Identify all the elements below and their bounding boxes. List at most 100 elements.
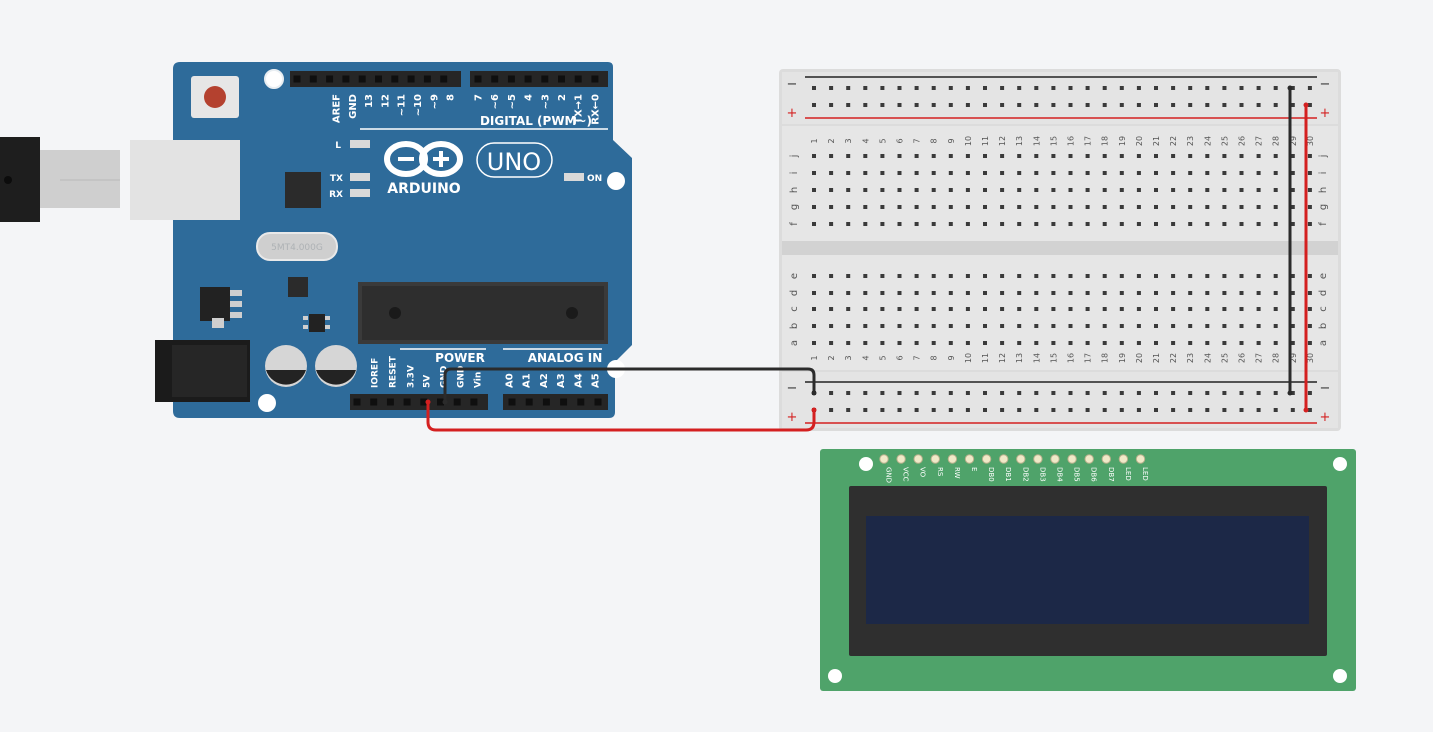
terminal-hole[interactable] [1136,154,1141,158]
rail-hole[interactable] [1068,103,1073,107]
terminal-hole[interactable] [983,154,987,158]
terminal-hole[interactable] [1154,307,1158,311]
rail-hole[interactable] [897,408,902,412]
lcd-pin[interactable] [896,454,906,464]
terminal-hole[interactable] [1085,307,1090,311]
terminal-hole[interactable] [1119,154,1124,158]
terminal-hole[interactable] [846,291,851,295]
terminal-hole[interactable] [1222,171,1227,175]
terminal-hole[interactable] [863,188,868,192]
lcd-pin[interactable] [999,454,1009,464]
terminal-hole[interactable] [1205,341,1210,345]
terminal-hole[interactable] [812,324,816,328]
terminal-hole[interactable] [897,205,902,209]
terminal-hole[interactable] [1290,154,1295,158]
terminal-hole[interactable] [812,291,816,295]
terminal-hole[interactable] [897,307,902,311]
rail-hole[interactable] [1068,391,1073,395]
lcd-pin[interactable] [1033,454,1043,464]
rail-hole[interactable] [1000,408,1005,412]
terminal-hole[interactable] [1102,222,1107,226]
rail-hole[interactable] [829,103,834,107]
rail-hole[interactable] [1205,391,1210,395]
terminal-hole[interactable] [1034,205,1039,209]
terminal-hole[interactable] [863,205,868,209]
terminal-hole[interactable] [1205,205,1210,209]
terminal-hole[interactable] [948,188,953,192]
terminal-hole[interactable] [812,274,816,278]
rail-hole[interactable] [1239,103,1244,107]
terminal-hole[interactable] [1273,324,1278,328]
rail-hole[interactable] [1205,103,1210,107]
terminal-hole[interactable] [1136,307,1141,311]
rail-hole[interactable] [863,391,868,395]
terminal-hole[interactable] [1273,274,1278,278]
terminal-hole[interactable] [812,154,816,158]
rail-hole[interactable] [812,103,816,107]
rail-hole[interactable] [1119,391,1124,395]
rail-hole[interactable] [965,103,970,107]
rail-hole[interactable] [846,408,851,412]
terminal-hole[interactable] [829,324,834,328]
terminal-hole[interactable] [948,171,953,175]
rail-hole[interactable] [983,408,987,412]
terminal-hole[interactable] [1290,291,1295,295]
rail-hole[interactable] [1034,103,1039,107]
terminal-hole[interactable] [1307,188,1312,192]
lcd-pin[interactable] [947,454,958,464]
rail-hole[interactable] [1256,391,1261,395]
wire-endpoint[interactable] [442,399,448,405]
rail-hole[interactable] [1222,391,1227,395]
terminal-hole[interactable] [880,154,885,158]
terminal-hole[interactable] [897,291,902,295]
terminal-hole[interactable] [914,324,919,328]
terminal-hole[interactable] [829,291,834,295]
terminal-hole[interactable] [1102,171,1107,175]
terminal-hole[interactable] [931,205,936,209]
terminal-hole[interactable] [1222,154,1227,158]
rail-hole[interactable] [1051,391,1056,395]
terminal-hole[interactable] [812,307,816,311]
terminal-hole[interactable] [812,188,816,192]
terminal-hole[interactable] [1119,341,1124,345]
rail-hole[interactable] [1256,103,1261,107]
terminal-hole[interactable] [1034,188,1039,192]
terminal-hole[interactable] [812,341,816,345]
terminal-hole[interactable] [1307,341,1312,345]
terminal-hole[interactable] [1205,154,1210,158]
terminal-hole[interactable] [1136,188,1141,192]
terminal-hole[interactable] [1290,341,1295,345]
terminal-hole[interactable] [1154,341,1158,345]
terminal-hole[interactable] [829,307,834,311]
terminal-hole[interactable] [880,205,885,209]
terminal-hole[interactable] [983,274,987,278]
terminal-hole[interactable] [1239,274,1244,278]
terminal-hole[interactable] [1273,341,1278,345]
terminal-hole[interactable] [1188,274,1193,278]
terminal-hole[interactable] [1171,291,1176,295]
rail-hole[interactable] [1119,86,1124,90]
rail-hole[interactable] [880,408,885,412]
terminal-hole[interactable] [1017,324,1022,328]
terminal-hole[interactable] [1290,274,1295,278]
terminal-hole[interactable] [1000,291,1005,295]
terminal-hole[interactable] [1256,205,1261,209]
terminal-hole[interactable] [1273,154,1278,158]
rail-hole[interactable] [965,408,970,412]
rail-hole[interactable] [1256,408,1261,412]
terminal-hole[interactable] [1171,324,1176,328]
terminal-hole[interactable] [1222,188,1227,192]
terminal-hole[interactable] [1307,154,1312,158]
rail-hole[interactable] [1290,391,1295,395]
terminal-hole[interactable] [983,324,987,328]
terminal-hole[interactable] [1068,188,1073,192]
terminal-hole[interactable] [1068,274,1073,278]
rail-hole[interactable] [1017,391,1022,395]
terminal-hole[interactable] [1188,341,1193,345]
terminal-hole[interactable] [1171,205,1176,209]
terminal-hole[interactable] [1102,291,1107,295]
rail-hole[interactable] [863,408,868,412]
